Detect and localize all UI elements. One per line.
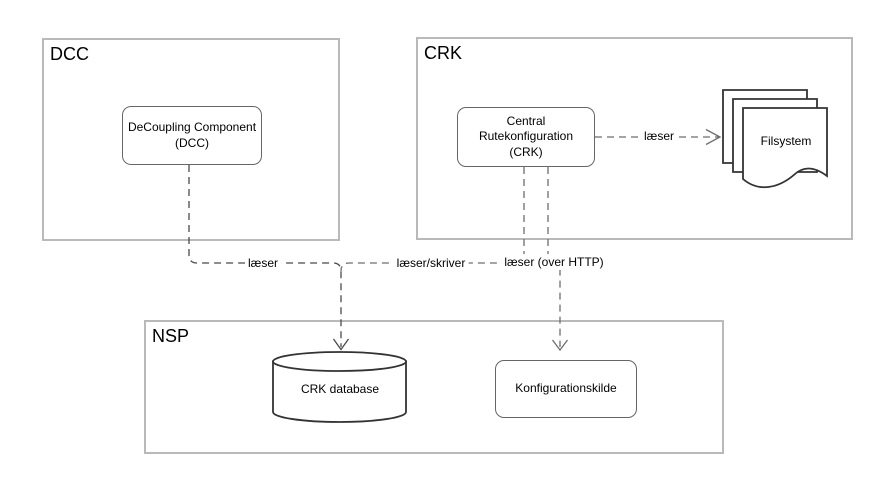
container-nsp-title: NSP bbox=[152, 326, 190, 346]
container-nsp: NSP bbox=[144, 320, 724, 454]
filsystem-label: Filsystem bbox=[760, 134, 812, 148]
node-crk-component: Central Rutekonfiguration (CRK) bbox=[457, 107, 595, 167]
edge-label-laeser-filsystem: læser bbox=[640, 128, 678, 144]
container-dcc: DCC bbox=[42, 38, 340, 241]
container-crk-title: CRK bbox=[424, 43, 463, 63]
node-dcc-component-label: DeCoupling Component (DCC) bbox=[127, 120, 257, 150]
container-dcc-title: DCC bbox=[50, 44, 89, 64]
edge-label-laeser-over-http: læser (over HTTP) bbox=[501, 254, 607, 270]
database-label: CRK database bbox=[300, 382, 380, 396]
node-konfigurationskilde-label: Konfigurationskilde bbox=[515, 381, 617, 396]
filsystem-documents-icon bbox=[722, 89, 828, 188]
arrowhead-filsystem-icon bbox=[705, 128, 722, 146]
arrowhead-database-icon bbox=[332, 338, 350, 351]
node-crk-component-label: Central Rutekonfiguration (CRK) bbox=[478, 113, 574, 159]
arrowhead-konfigurationskilde-icon bbox=[551, 339, 569, 352]
edge-label-laeser-dcc: læser bbox=[244, 255, 282, 271]
database-cylinder-icon bbox=[272, 351, 407, 423]
edge-label-laeser-skriver: læser/skriver bbox=[393, 255, 469, 271]
container-crk: CRK bbox=[416, 37, 853, 240]
node-konfigurationskilde: Konfigurationskilde bbox=[495, 360, 637, 418]
node-dcc-component: DeCoupling Component (DCC) bbox=[122, 106, 262, 165]
